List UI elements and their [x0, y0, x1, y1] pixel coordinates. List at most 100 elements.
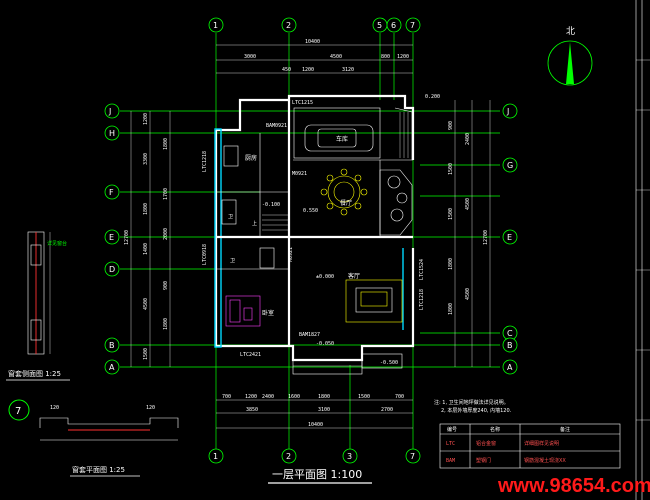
- svg-text:4500: 4500: [465, 288, 471, 300]
- svg-text:5: 5: [377, 21, 382, 30]
- right-dimensions: 900 1500 1500 1800 1800 2400 4500 4500 1…: [448, 100, 491, 367]
- svg-text:LTC1218: LTC1218: [202, 151, 208, 172]
- svg-text:1200: 1200: [245, 394, 257, 400]
- bedroom-label: 卧室: [262, 309, 274, 317]
- north-label: 北: [566, 26, 575, 37]
- svg-text:0.550: 0.550: [303, 208, 318, 214]
- axis-bubbles-top: 1 2 5 6 7: [208, 17, 421, 33]
- svg-text:3000: 3000: [244, 54, 256, 60]
- svg-text:A: A: [507, 363, 513, 372]
- svg-text:M0921: M0921: [292, 171, 307, 177]
- note-2: 2, 本层外墙厚度240, 内墙120.: [441, 407, 512, 414]
- svg-text:3: 3: [347, 452, 352, 461]
- bay-window: [379, 169, 413, 236]
- svg-text:F: F: [109, 188, 114, 197]
- svg-text:A: A: [109, 363, 115, 372]
- svg-text:J: J: [108, 107, 111, 116]
- svg-text:2700: 2700: [381, 407, 393, 413]
- svg-text:10400: 10400: [308, 422, 323, 428]
- title-frame: [635, 0, 650, 500]
- svg-text:1: 1: [213, 21, 218, 30]
- svg-text:3300: 3300: [143, 153, 149, 165]
- living-sofa: 客厅: [345, 272, 403, 323]
- svg-text:详细图样见说明: 详细图样见说明: [524, 440, 559, 447]
- svg-text:700: 700: [395, 394, 404, 400]
- svg-text:2000: 2000: [163, 228, 169, 240]
- svg-text:700: 700: [222, 394, 231, 400]
- svg-text:G: G: [507, 161, 513, 170]
- svg-text:B: B: [109, 341, 115, 350]
- svg-text:3100: 3100: [318, 407, 330, 413]
- svg-text:编号: 编号: [447, 426, 457, 433]
- opening-schedule-table: 编号 名称 备注 LTC 铝合金窗 详细图样见说明 BAM 塑钢门 钢筋混凝土现…: [439, 423, 621, 469]
- dining-label: 餐厅: [340, 199, 352, 207]
- svg-text:1700: 1700: [163, 188, 169, 200]
- svg-text:1400: 1400: [143, 243, 149, 255]
- bath-label: 卫: [228, 214, 233, 220]
- svg-text:详见窗台: 详见窗台: [47, 240, 67, 247]
- svg-text:7: 7: [410, 21, 415, 30]
- side-detail-title: 窗套侧面图 1:25: [8, 369, 61, 378]
- svg-text:1500: 1500: [143, 348, 149, 360]
- svg-text:LTC2421: LTC2421: [240, 352, 261, 358]
- svg-text:120: 120: [146, 405, 155, 411]
- svg-text:1800: 1800: [318, 394, 330, 400]
- svg-text:LTC1218: LTC1218: [419, 289, 425, 310]
- axis-bubbles-right: J G E C B A: [502, 103, 518, 375]
- svg-text:4500: 4500: [330, 54, 342, 60]
- svg-text:钢筋混凝土现浇XX: 钢筋混凝土现浇XX: [524, 457, 566, 464]
- svg-text:BAM0921: BAM0921: [266, 123, 287, 129]
- svg-text:名称: 名称: [490, 426, 500, 433]
- svg-text:-0.100: -0.100: [262, 202, 280, 208]
- svg-text:D: D: [109, 265, 115, 274]
- svg-text:6: 6: [391, 21, 396, 30]
- svg-text:±0.000: ±0.000: [316, 274, 334, 280]
- svg-text:M0921: M0921: [288, 247, 294, 262]
- svg-text:450: 450: [282, 67, 291, 73]
- svg-text:4500: 4500: [143, 298, 149, 310]
- opening-labels: LTC1215 LTC1218 LTC0918 LTC2421 LTC1524 …: [202, 100, 425, 358]
- svg-text:1200: 1200: [143, 113, 149, 125]
- svg-text:-0.050: -0.050: [316, 341, 334, 347]
- axis-bubbles-bottom: 1 2 3 7: [208, 365, 421, 464]
- svg-text:10400: 10400: [305, 39, 320, 45]
- svg-text:0.200: 0.200: [425, 94, 440, 100]
- plan-title: 一层平面图 1:100: [268, 468, 372, 484]
- svg-text:LTC: LTC: [446, 441, 455, 447]
- bottom-dimensions: 700 1200 2400 1600 1800 1500 700 3850 31…: [216, 394, 413, 429]
- axis-lines-horizontal: [120, 110, 500, 368]
- svg-text:E: E: [507, 233, 512, 242]
- svg-text:LTC0918: LTC0918: [202, 244, 208, 265]
- kitchen-label: 厨房: [245, 154, 257, 162]
- svg-text:-0.500: -0.500: [380, 360, 398, 366]
- building-walls: [214, 94, 415, 362]
- notes: 注: 1, 卫生间地坪做法详见说明。 2, 本层外墙厚度240, 内墙120.: [434, 399, 512, 414]
- svg-text:1: 1: [213, 452, 218, 461]
- kitchen: 厨房: [223, 145, 257, 167]
- svg-text:塑钢门: 塑钢门: [476, 457, 491, 464]
- entrance-steps: [292, 353, 403, 375]
- top-dimensions: 10400 3000 4500 800 1200 450 1200 3120: [216, 39, 413, 74]
- svg-text:H: H: [109, 129, 115, 138]
- svg-text:2400: 2400: [262, 394, 274, 400]
- left-dimensions: 12700 1200 3300 1800 1400 4500 1500 1800…: [124, 111, 171, 367]
- detail-number: 7: [15, 406, 21, 417]
- svg-text:LTC1215: LTC1215: [292, 100, 313, 106]
- svg-text:1500: 1500: [448, 163, 454, 175]
- svg-text:120: 120: [50, 405, 59, 411]
- watermark: www.98654.com: [497, 475, 650, 497]
- svg-text:12700: 12700: [124, 230, 130, 245]
- svg-text:800: 800: [381, 54, 390, 60]
- svg-text:1800: 1800: [163, 318, 169, 330]
- svg-text:12700: 12700: [483, 230, 489, 245]
- svg-text:铝合金窗: 铝合金窗: [476, 440, 496, 447]
- svg-text:1800: 1800: [143, 203, 149, 215]
- bedroom-bed: 卧室: [225, 295, 274, 327]
- bath-stair: 卫 卫 上: [221, 199, 288, 269]
- stair-label: 上: [252, 220, 257, 227]
- svg-text:3850: 3850: [246, 407, 258, 413]
- svg-text:1500: 1500: [358, 394, 370, 400]
- svg-text:J: J: [506, 107, 509, 116]
- svg-text:1200: 1200: [397, 54, 409, 60]
